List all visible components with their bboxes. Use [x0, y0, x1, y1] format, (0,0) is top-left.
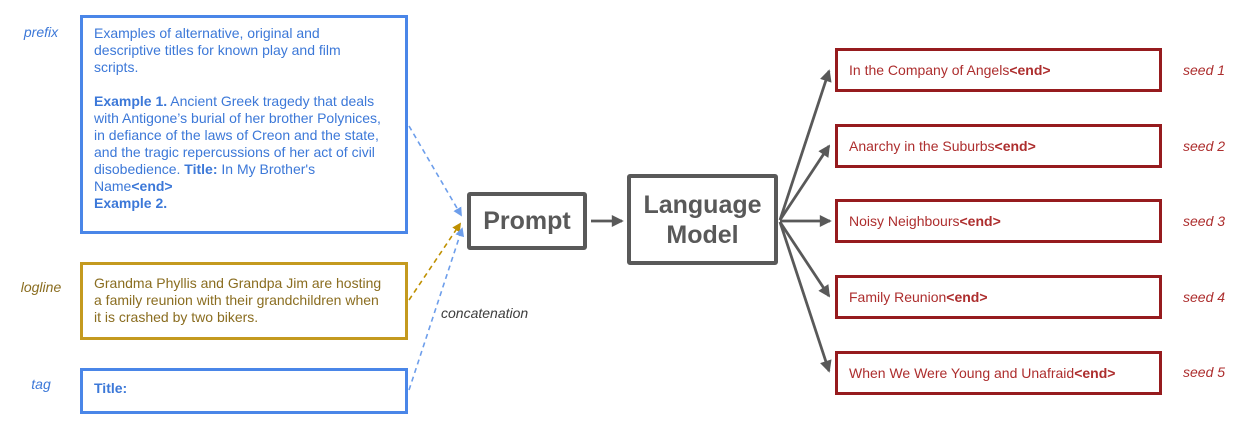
arrow-model-to-seed-2 [778, 144, 831, 221]
prefix-text-title-tag: Title: [184, 161, 218, 177]
output-title: In the Company of Angels [849, 62, 1010, 78]
dashed-line-tag-to-prompt [408, 227, 465, 391]
output-box-seed-3: Noisy Neighbours<end> [835, 199, 1162, 243]
prefix-text-example2: Example 2. [94, 195, 168, 211]
logline-box: Grandma Phyllis and Grandpa Jim are host… [80, 262, 408, 340]
concatenation-label: concatenation [441, 305, 529, 321]
language-model-label: Language Model [643, 190, 762, 249]
logline-text: Grandma Phyllis and Grandpa Jim are host… [94, 275, 382, 325]
prefix-text-example1: Example 1. [94, 93, 168, 109]
seed-label-1: seed 1 [1183, 62, 1226, 78]
language-model-box: Language Model [627, 174, 778, 265]
output-title: Anarchy in the Suburbs [849, 138, 995, 154]
output-title: Noisy Neighbours [849, 213, 960, 229]
prompt-box: Prompt [467, 192, 587, 250]
seed-label-5: seed 5 [1183, 364, 1226, 380]
seed-label-4: seed 4 [1183, 289, 1226, 305]
end-token: <end> [994, 138, 1036, 154]
prefix-text-body: Ancient Greek tragedy that deals with An… [94, 93, 381, 177]
end-token: <end> [1009, 62, 1051, 78]
tag-text: Title: [94, 380, 128, 396]
output-box-seed-1: In the Company of Angels<end> [835, 48, 1162, 92]
logline-label: logline [20, 279, 62, 295]
seed-label-2: seed 2 [1183, 138, 1226, 154]
arrow-model-to-seed-4 [778, 221, 831, 298]
seed-label-3: seed 3 [1183, 213, 1226, 229]
prefix-text-end-token: <end> [131, 178, 173, 194]
tag-box: Title: [80, 368, 408, 414]
end-token: <end> [959, 213, 1001, 229]
end-token: <end> [946, 289, 988, 305]
prefix-text-title-value: In My Brother's Name [94, 161, 316, 194]
arrow-model-to-seed-1 [778, 69, 832, 221]
prefix-box: Examples of alternative, original and de… [80, 15, 408, 234]
prefix-label: prefix [23, 24, 59, 40]
output-box-seed-2: Anarchy in the Suburbs<end> [835, 124, 1162, 168]
prompt-box-label: Prompt [483, 206, 571, 235]
tag-label: tag [31, 376, 51, 392]
end-token: <end> [1074, 365, 1116, 381]
dashed-line-logline-to-prompt [408, 222, 462, 301]
prefix-text: Examples of alternative, original and de… [94, 25, 341, 75]
output-box-seed-4: Family Reunion<end> [835, 275, 1162, 319]
output-box-seed-5: When We Were Young and Unafraid<end> [835, 351, 1162, 395]
dashed-line-prefix-to-prompt [408, 125, 462, 217]
arrow-model-to-seed-5 [778, 221, 832, 373]
output-title: Family Reunion [849, 289, 947, 305]
output-title: When We Were Young and Unafraid [849, 365, 1075, 381]
